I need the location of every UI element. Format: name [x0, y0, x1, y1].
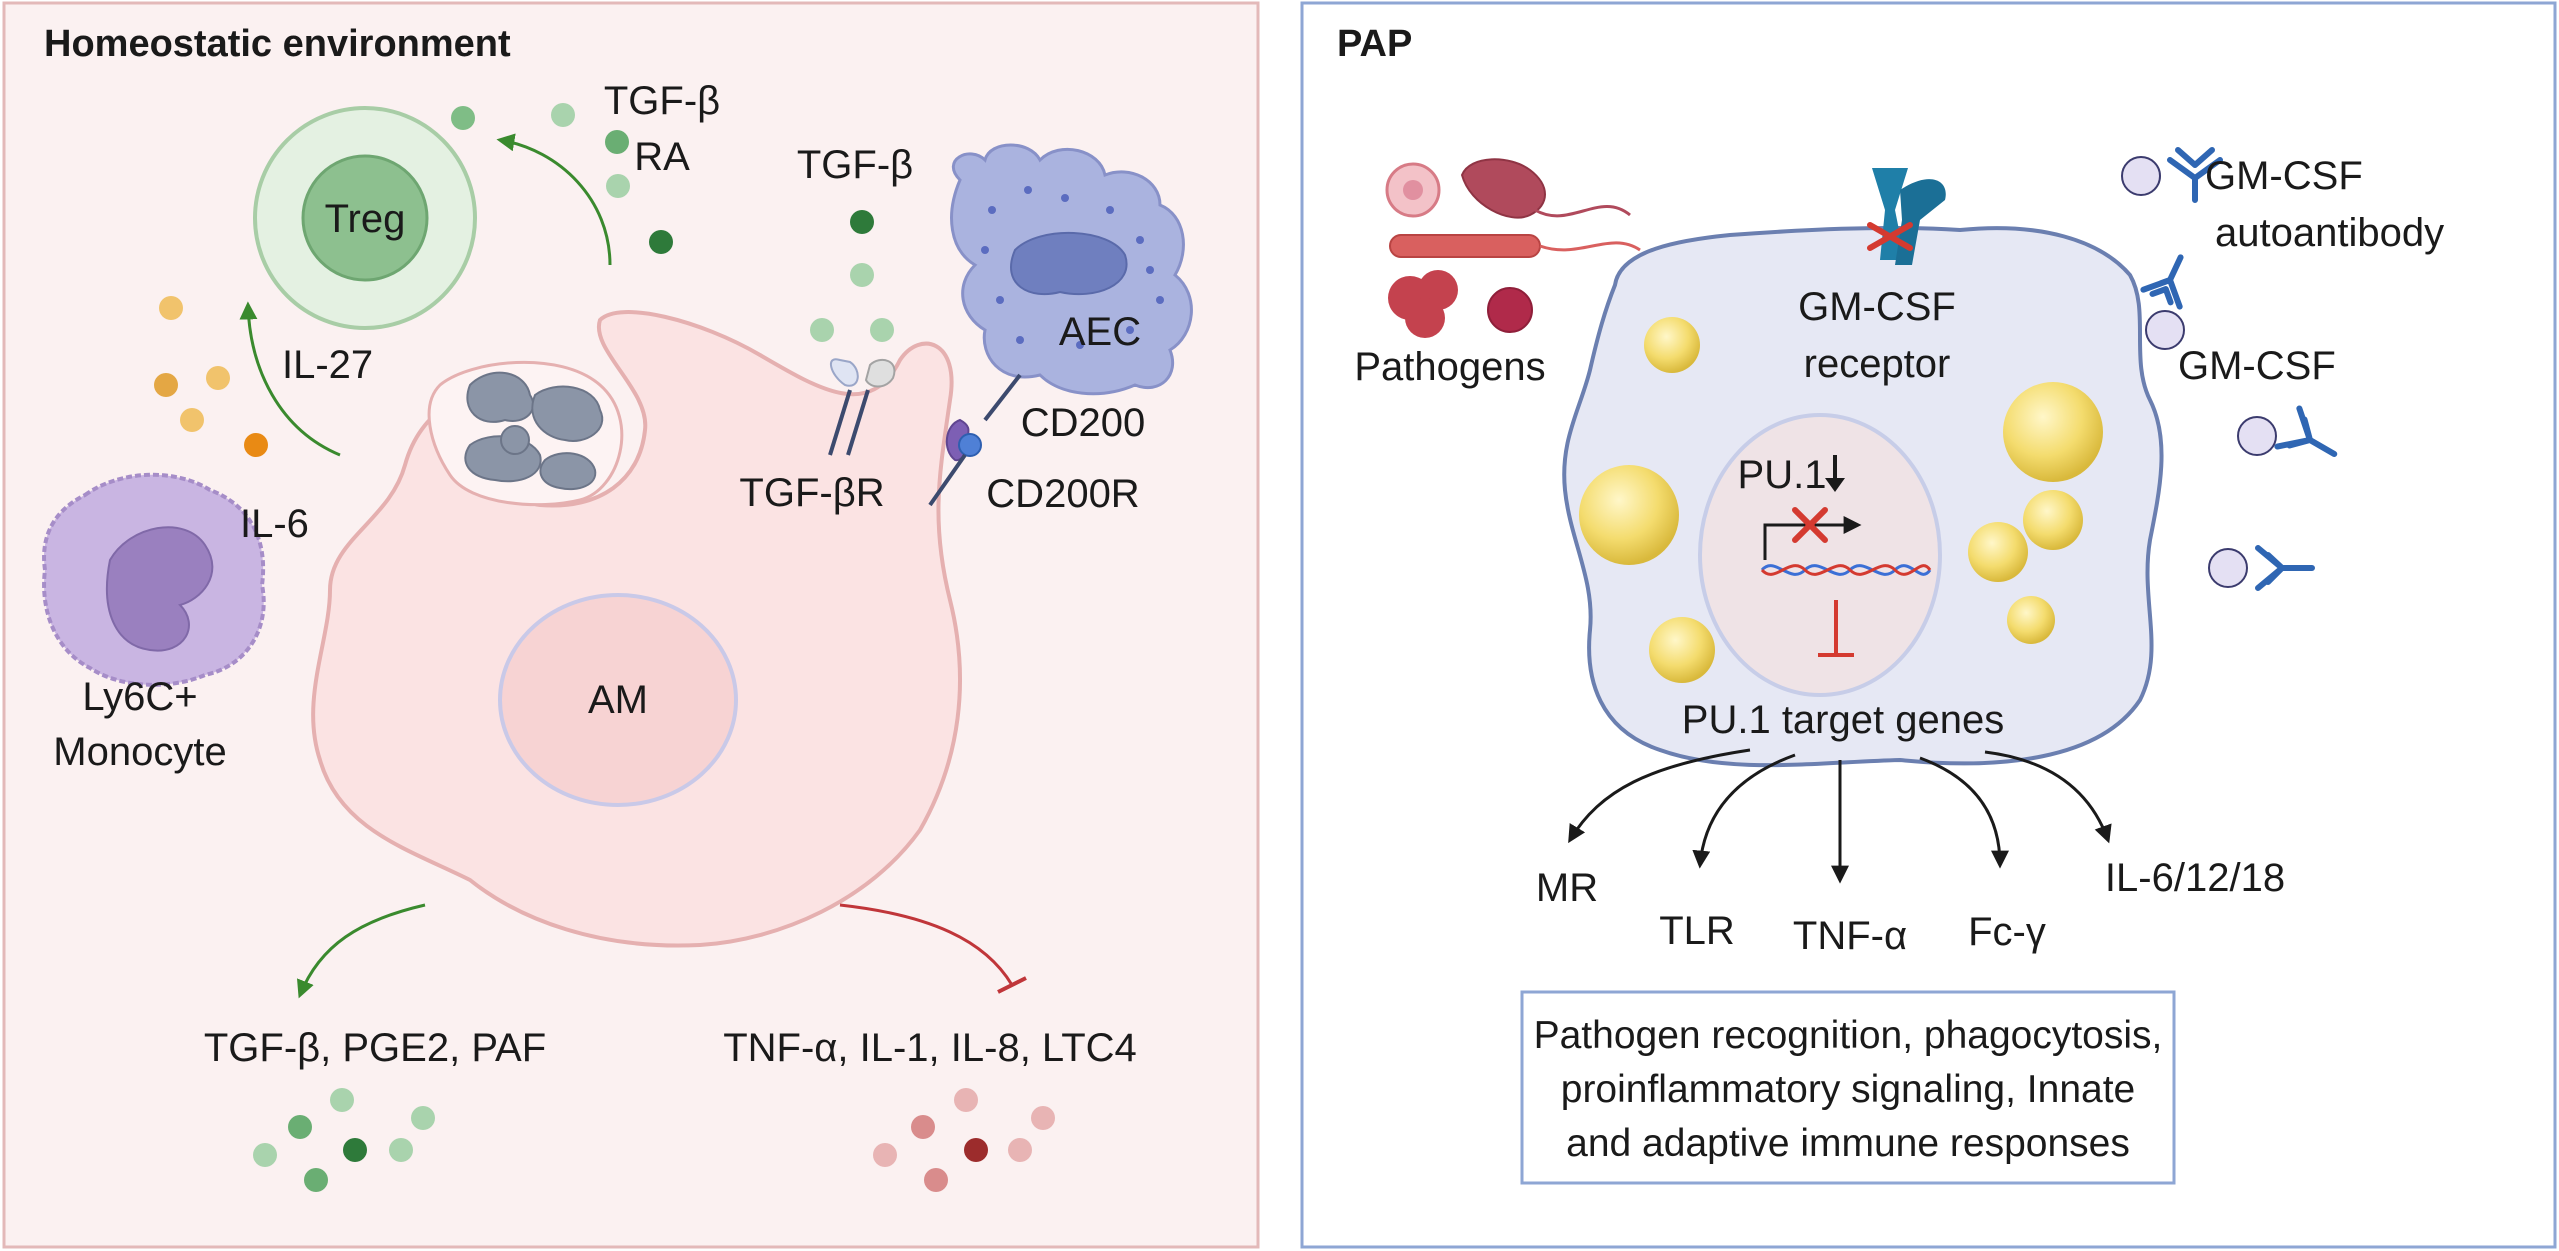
aec-label: AEC: [1059, 310, 1141, 354]
inhibition-bar: [997, 976, 1027, 994]
am-to-treg-arrow: [496, 133, 612, 266]
am-cell: AM: [311, 310, 962, 948]
secretion-arrow: [297, 903, 426, 999]
il27-particles: [154, 296, 268, 457]
gmcsf-bound-antibody-icon-1: [2237, 405, 2338, 457]
treg-label: Treg: [325, 197, 406, 241]
summary-line-3: and adaptive immune responses: [1566, 1122, 2130, 1165]
output-fc-gamma: Fc-γ: [1968, 910, 2046, 954]
pu1-target-genes-label: PU.1 target genes: [1682, 698, 2004, 742]
inhibition-arrow: [839, 903, 1014, 986]
gmcsf-receptor-label-line2: receptor: [1804, 342, 1951, 386]
inhibited-particles: [873, 1088, 1055, 1192]
monocyte-label-line2: Monocyte: [53, 730, 226, 774]
tgfbr-label: TGF-βR: [739, 471, 884, 515]
dna-helix-icon: [1760, 564, 1932, 576]
monocyte-cell: [42, 472, 266, 687]
pathogens-cluster: [1385, 158, 1641, 338]
cd200-cd200r-complex: [928, 373, 1022, 507]
output-mr: MR: [1536, 866, 1598, 910]
homeostatic-panel-title: Homeostatic environment: [44, 23, 511, 65]
autoantibody-label-line1: GM-CSF: [2205, 154, 2363, 198]
output-tnf-alpha: TNF-α: [1793, 914, 1907, 958]
pap-panel: PAP Pathogens: [1300, 1, 2557, 1249]
cd200r-label: CD200R: [986, 472, 1139, 516]
pap-panel-title: PAP: [1337, 23, 1412, 65]
gmcsf-label: GM-CSF: [2178, 344, 2336, 388]
tgfb-label-top: TGF-β: [604, 79, 720, 123]
cd200-label: CD200: [1021, 401, 1146, 445]
pathogens-label: Pathogens: [1354, 345, 1545, 389]
summary-line-1: Pathogen recognition, phagocytosis,: [1534, 1014, 2163, 1057]
il6-label: IL-6: [240, 502, 309, 546]
gmcsf-bound-antibody-icon-2: [2208, 545, 2315, 591]
secreted-factors-label: TGF-β, PGE2, PAF: [204, 1026, 546, 1070]
tgfb-ra-particles: [451, 103, 673, 254]
inhibited-factors-label: TNF-α, IL-1, IL-8, LTC4: [723, 1026, 1137, 1070]
output-tlr: TLR: [1659, 909, 1735, 953]
lipid-droplets: [1579, 317, 2103, 683]
homeostatic-panel: Homeostatic environment Treg TGF-β RA I: [2, 1, 1260, 1249]
ra-label: RA: [634, 135, 690, 179]
gmcsf-receptor: [1867, 168, 1946, 265]
output-il-6-12-18: IL-6/12/18: [2105, 856, 2285, 900]
blocked-transcription-icon: [1763, 507, 1862, 560]
summary-line-2: proinflammatory signaling, Innate: [1561, 1068, 2135, 1111]
tgfb-label-aec: TGF-β: [797, 143, 913, 187]
secreted-particles: [253, 1088, 435, 1192]
aec-cell: AEC: [950, 143, 1193, 396]
il27-label: IL-27: [282, 343, 373, 387]
functional-summary-box: Pathogen recognition, phagocytosis, proi…: [1520, 990, 2176, 1185]
monocyte-to-treg-arrow: [239, 301, 341, 457]
tgfb-receptor: [828, 358, 896, 456]
pu1-label: PU.1: [1738, 453, 1827, 497]
am-label: AM: [588, 678, 648, 722]
gmcsf-antibody-pair-icon: [2140, 254, 2185, 350]
target-gene-output-arrows: [1568, 748, 2112, 884]
gmcsf-autoantibody-icon: [2121, 147, 2223, 203]
aec-granules: [981, 186, 1164, 349]
inhibition-tbar: [1818, 600, 1854, 657]
gmcsf-receptor-label-line1: GM-CSF: [1798, 285, 1956, 329]
autoantibody-label-line2: autoantibody: [2215, 211, 2444, 255]
engulfed-debris: [464, 371, 604, 490]
monocyte-label-line1: Ly6C+: [82, 675, 197, 719]
treg-cell: Treg: [253, 106, 477, 330]
tgfb-aec-particles: [810, 210, 894, 342]
pu1-down-arrow-icon: [1825, 455, 1845, 492]
